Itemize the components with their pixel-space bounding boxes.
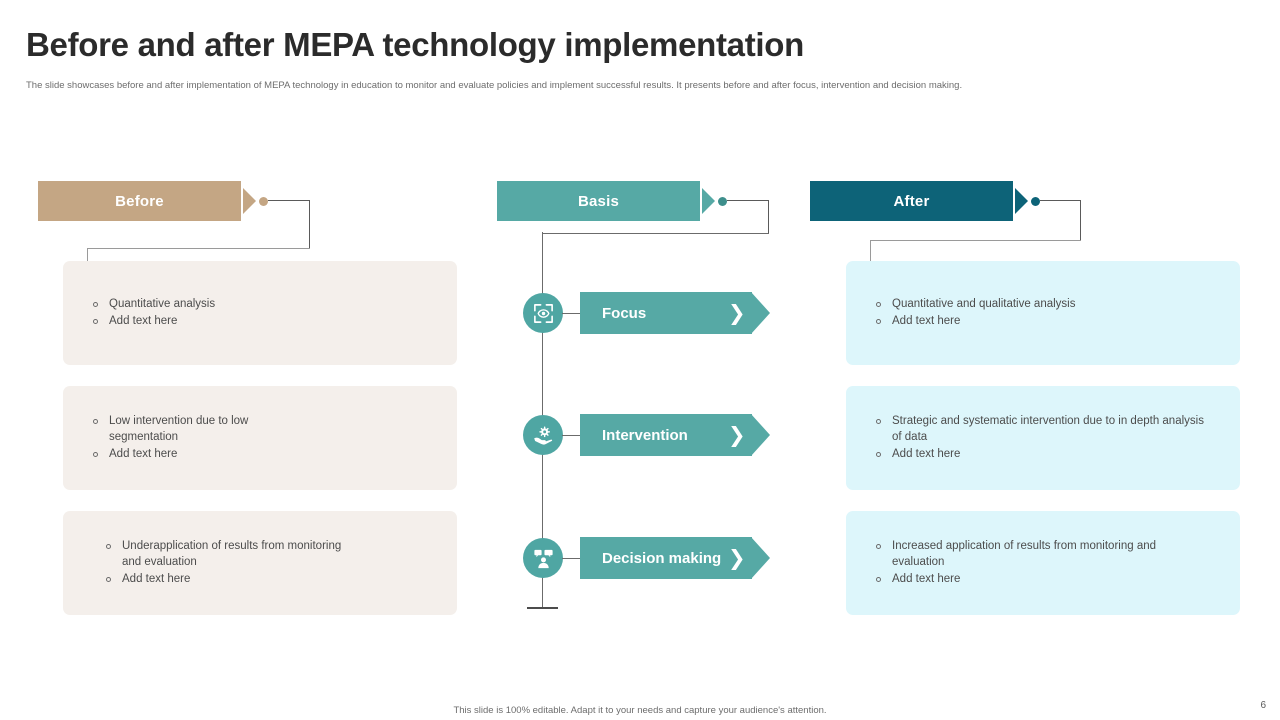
basis-step-2-label: Intervention [602, 426, 688, 444]
list-item: Underapplication of results from monitor… [96, 538, 352, 570]
after-card-3: Increased application of results from mo… [846, 511, 1240, 615]
before-card-2-bullets: Low intervention due to low segmentation… [83, 413, 437, 463]
after-card-2-bullets: Strategic and systematic intervention du… [866, 413, 1220, 463]
chevron-right-icon: ❯ [728, 301, 746, 325]
list-item: Increased application of results from mo… [866, 538, 1184, 570]
basis-banner-label: Basis [577, 192, 620, 210]
list-item: Quantitative analysis [83, 296, 437, 312]
before-card-1: Quantitative analysis Add text here [63, 261, 457, 365]
before-banner-label: Before [115, 192, 164, 210]
chevron-right-icon: ❯ [728, 546, 746, 570]
before-banner-group: Before [38, 181, 318, 221]
list-item: Add text here [83, 446, 437, 462]
before-connector-dot [259, 196, 268, 206]
after-banner-label: After [893, 192, 930, 210]
before-card-1-bullets: Quantitative analysis Add text here [83, 296, 437, 330]
before-card-3-bullets: Underapplication of results from monitor… [83, 538, 437, 588]
basis-step-1-label: Focus [602, 304, 647, 322]
after-card-2: Strategic and systematic intervention du… [846, 386, 1240, 490]
list-item: Add text here [866, 571, 1220, 587]
basis-chip-intervention[interactable]: Intervention ❯ [580, 414, 772, 456]
basis-step-3-label: Decision making [602, 549, 722, 567]
basis-spine-foot [527, 607, 558, 609]
before-card-2: Low intervention due to low segmentation… [63, 386, 457, 490]
page-number: 6 [1260, 700, 1266, 711]
page-title: Before and after MEPA technology impleme… [26, 26, 804, 63]
basis-step-2-stub [562, 435, 581, 436]
list-item: Add text here [866, 446, 1220, 462]
basis-chip-focus[interactable]: Focus ❯ [580, 292, 772, 334]
list-item: Add text here [83, 313, 437, 329]
basis-step-3-stub [562, 558, 581, 559]
chevron-right-icon: ❯ [728, 423, 746, 447]
before-card-3: Underapplication of results from monitor… [63, 511, 457, 615]
after-card-3-bullets: Increased application of results from mo… [866, 538, 1220, 588]
basis-banner-arrow-icon [702, 181, 716, 221]
basis-step-1-stub [562, 313, 581, 314]
after-banner-group: After [810, 181, 1110, 221]
after-banner-arrow-icon [1015, 181, 1029, 221]
eye-focus-icon [523, 293, 563, 333]
list-item: Add text here [866, 313, 1220, 329]
basis-banner[interactable]: Basis [497, 181, 700, 221]
page-subtitle: The slide showcases before and after imp… [26, 80, 963, 91]
list-item: Low intervention due to low segmentation [83, 413, 319, 445]
list-item: Quantitative and qualitative analysis [866, 296, 1220, 312]
basis-banner-group: Basis [497, 181, 787, 221]
after-connector-dot [1031, 196, 1040, 206]
before-banner-arrow-icon [243, 181, 257, 221]
after-card-1: Quantitative and qualitative analysis Ad… [846, 261, 1240, 365]
hand-gear-icon [523, 415, 563, 455]
before-banner[interactable]: Before [38, 181, 241, 221]
chip-point-icon [751, 292, 771, 334]
basis-connector-dot [718, 196, 727, 206]
person-speech-bubbles-icon [523, 538, 563, 578]
chip-point-icon [751, 537, 771, 579]
after-card-1-bullets: Quantitative and qualitative analysis Ad… [866, 296, 1220, 330]
list-item: Strategic and systematic intervention du… [866, 413, 1210, 445]
footer-note: This slide is 100% editable. Adapt it to… [453, 705, 827, 716]
basis-chip-decision-making[interactable]: Decision making ❯ [580, 537, 772, 579]
list-item: Add text here [96, 571, 437, 587]
chip-point-icon [751, 414, 771, 456]
after-banner[interactable]: After [810, 181, 1013, 221]
